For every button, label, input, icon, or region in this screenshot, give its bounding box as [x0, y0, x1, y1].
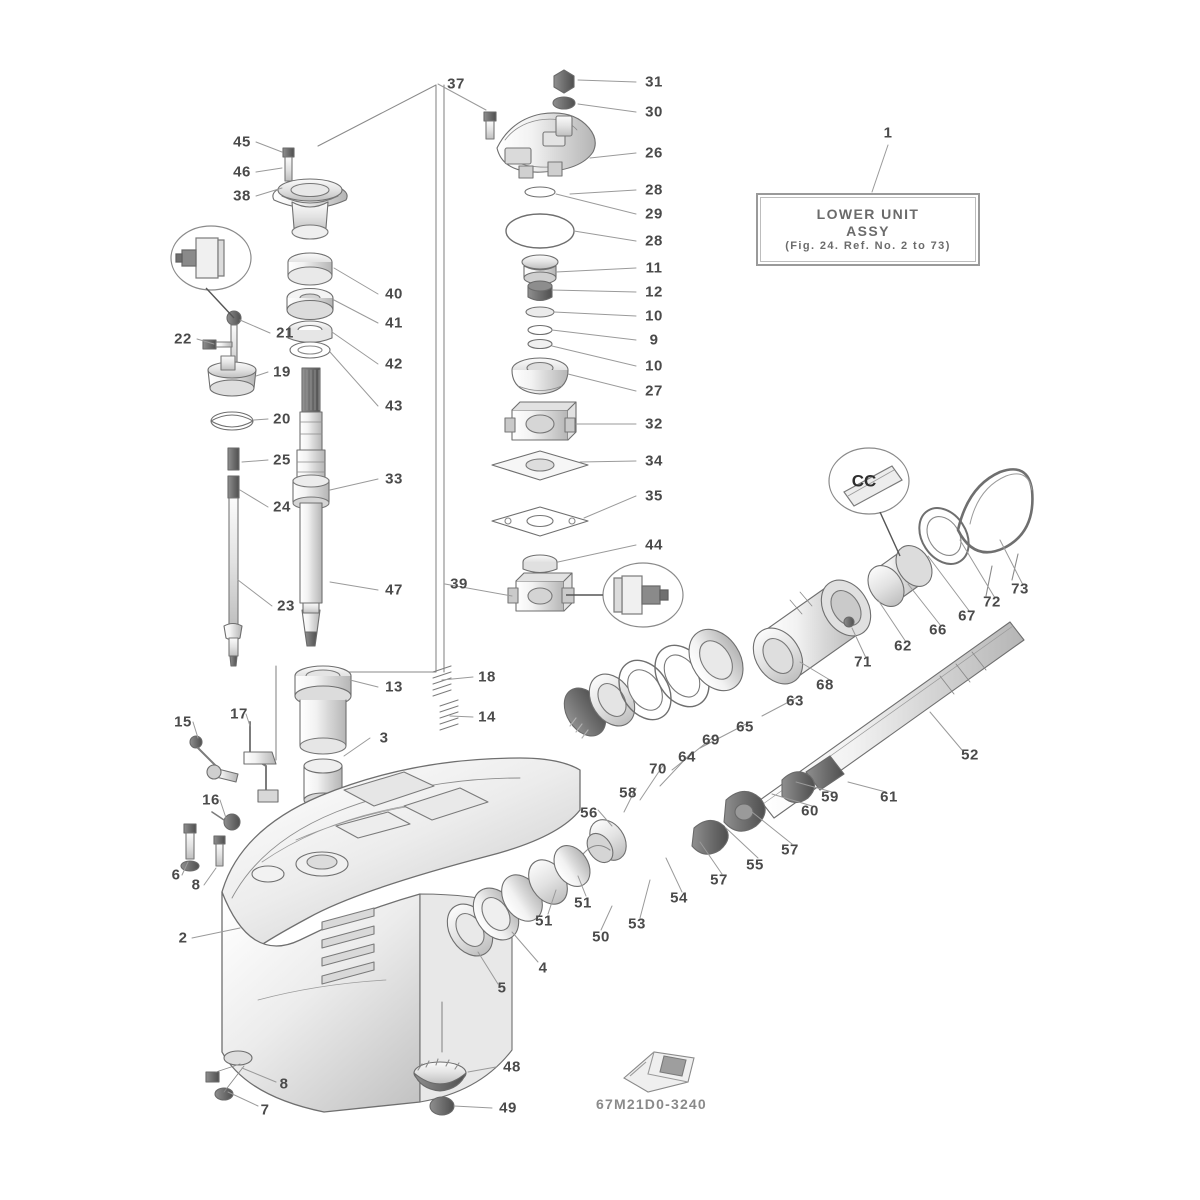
callout-ref-42[interactable]: 42: [385, 355, 403, 373]
callout-ref-9[interactable]: 9: [649, 331, 659, 349]
callout-ref-48[interactable]: 48: [503, 1058, 521, 1076]
title-box-line-3: (Fig. 24. Ref. No. 2 to 73): [785, 240, 951, 253]
callout-ref-2[interactable]: 2: [178, 929, 188, 947]
callout-ref-61[interactable]: 61: [880, 788, 898, 806]
callout-ref-32[interactable]: 32: [645, 415, 663, 433]
callout-ref-44[interactable]: 44: [645, 536, 663, 554]
title-box-line-1: LOWER UNIT: [816, 206, 920, 223]
callout-ref-31[interactable]: 31: [645, 73, 663, 91]
callout-ref-46[interactable]: 46: [233, 163, 251, 181]
callout-ref-23[interactable]: 23: [277, 597, 295, 615]
callout-ref-6[interactable]: 6: [171, 866, 181, 884]
callout-ref-67[interactable]: 67: [958, 607, 976, 625]
callout-ref-16[interactable]: 16: [202, 791, 220, 809]
callout-ref-41[interactable]: 41: [385, 314, 403, 332]
callout-ref-11[interactable]: 11: [645, 259, 663, 277]
callout-ref-58[interactable]: 58: [619, 784, 637, 802]
callout-ref-4[interactable]: 4: [538, 959, 548, 977]
callout-ref-51[interactable]: 51: [574, 894, 592, 912]
callout-ref-22[interactable]: 22: [174, 330, 192, 348]
callout-ref-14[interactable]: 14: [478, 708, 496, 726]
callout-ref-73[interactable]: 73: [1011, 580, 1029, 598]
callout-ref-59[interactable]: 59: [821, 788, 839, 806]
callout-ref-55[interactable]: 55: [746, 856, 764, 874]
callout-ref-28[interactable]: 28: [645, 181, 663, 199]
title-box-line-2: ASSY: [846, 223, 890, 240]
callout-ref-72[interactable]: 72: [983, 593, 1001, 611]
lower-unit-assy-title-box: LOWER UNIT ASSY (Fig. 24. Ref. No. 2 to …: [756, 193, 980, 266]
callout-ref-10[interactable]: 10: [645, 357, 663, 375]
callout-ref-13[interactable]: 13: [385, 678, 403, 696]
callout-ref-57[interactable]: 57: [781, 841, 799, 859]
callout-ref-1[interactable]: 1: [883, 124, 893, 142]
callout-ref-50[interactable]: 50: [592, 928, 610, 946]
callout-ref-69[interactable]: 69: [702, 731, 720, 749]
callout-ref-49[interactable]: 49: [499, 1099, 517, 1117]
callout-ref-51[interactable]: 51: [535, 912, 553, 930]
callout-ref-26[interactable]: 26: [645, 144, 663, 162]
callout-ref-57[interactable]: 57: [710, 871, 728, 889]
callout-ref-29[interactable]: 29: [645, 205, 663, 223]
callout-ref-63[interactable]: 63: [786, 692, 804, 710]
callout-ref-18[interactable]: 18: [478, 668, 496, 686]
callout-ref-71[interactable]: 71: [854, 653, 872, 671]
callout-ref-7[interactable]: 7: [260, 1101, 270, 1119]
callout-ref-39[interactable]: 39: [450, 575, 468, 593]
callout-ref-54[interactable]: 54: [670, 889, 688, 907]
callout-ref-45[interactable]: 45: [233, 133, 251, 151]
callout-ref-33[interactable]: 33: [385, 470, 403, 488]
callout-ref-10[interactable]: 10: [645, 307, 663, 325]
callout-ref-64[interactable]: 64: [678, 748, 696, 766]
callout-ref-52[interactable]: 52: [961, 746, 979, 764]
callout-ref-30[interactable]: 30: [645, 103, 663, 121]
callout-ref-65[interactable]: 65: [736, 718, 754, 736]
diagram-code-label: 67M21D0-3240: [596, 1096, 707, 1112]
callout-ref-25[interactable]: 25: [273, 451, 291, 469]
callout-ref-68[interactable]: 68: [816, 676, 834, 694]
callout-ref-3[interactable]: 3: [379, 729, 389, 747]
callout-ref-62[interactable]: 62: [894, 637, 912, 655]
callout-ref-5[interactable]: 5: [497, 979, 507, 997]
callout-ref-15[interactable]: 15: [174, 713, 192, 731]
callout-ref-60[interactable]: 60: [801, 802, 819, 820]
callout-ref-28[interactable]: 28: [645, 232, 663, 250]
callout-ref-37[interactable]: 37: [447, 75, 465, 93]
callout-ref-34[interactable]: 34: [645, 452, 663, 470]
callout-ref-47[interactable]: 47: [385, 581, 403, 599]
callout-ref-21[interactable]: 21: [276, 324, 294, 342]
callout-ref-27[interactable]: 27: [645, 382, 663, 400]
callout-ref-70[interactable]: 70: [649, 760, 667, 778]
callout-ref-43[interactable]: 43: [385, 397, 403, 415]
callout-ref-38[interactable]: 38: [233, 187, 251, 205]
callout-ref-20[interactable]: 20: [273, 410, 291, 428]
callout-ref-53[interactable]: 53: [628, 915, 646, 933]
callout-ref-19[interactable]: 19: [273, 363, 291, 381]
callout-ref-8[interactable]: 8: [279, 1075, 289, 1093]
callout-ref-66[interactable]: 66: [929, 621, 947, 639]
callout-ref-40[interactable]: 40: [385, 285, 403, 303]
callout-ref-12[interactable]: 12: [645, 283, 663, 301]
callout-ref-35[interactable]: 35: [645, 487, 663, 505]
callout-ref-17[interactable]: 17: [230, 705, 248, 723]
callout-ref-8[interactable]: 8: [191, 876, 201, 894]
callout-ref-56[interactable]: 56: [580, 804, 598, 822]
callout-ref-24[interactable]: 24: [273, 498, 291, 516]
